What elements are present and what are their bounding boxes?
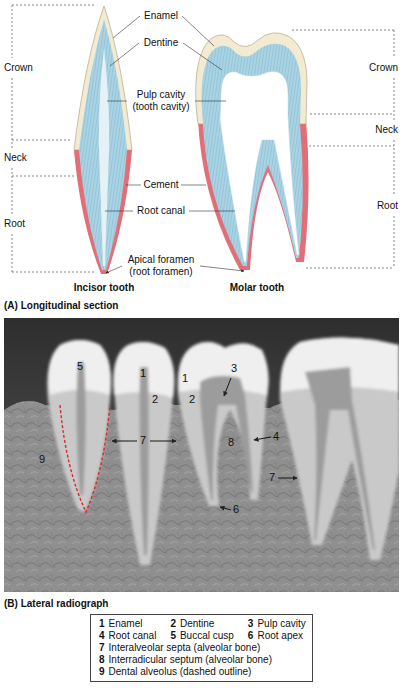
- legend-text: Pulp cavity: [257, 618, 305, 630]
- part-label: Enamel: [144, 10, 178, 22]
- legend-number: 7: [99, 642, 105, 654]
- region-bracket: [12, 5, 394, 272]
- dentine-tubules: [79, 20, 127, 270]
- callout-number: 2: [152, 393, 158, 406]
- legend-number: 5: [170, 630, 176, 642]
- legend-number: 8: [99, 654, 105, 666]
- part-label: Cement: [143, 179, 178, 191]
- part-label: Apical foramen (root foramen): [121, 254, 201, 278]
- legend-box: 1 Enamel 2 Dentine 3Pulp cavity 4 Root canal 5B…: [90, 614, 313, 682]
- region-label: Neck: [375, 124, 398, 136]
- tooth-name: Molar tooth: [230, 282, 284, 294]
- legend-number: 4: [99, 630, 105, 642]
- callout-arrow: [254, 437, 271, 440]
- pulp-shadow: [305, 367, 375, 550]
- pulp-shadow: [200, 376, 253, 500]
- callout-number: 7: [269, 471, 275, 484]
- region-label: Root: [377, 200, 398, 212]
- part-label: Dentine: [144, 37, 178, 49]
- callout-arrow: [224, 378, 231, 396]
- leader-arrow: [200, 266, 244, 271]
- pulp-cavity: [99, 48, 109, 266]
- tooth-shadow: [47, 340, 111, 512]
- region-label: Neck: [4, 152, 27, 164]
- dentine-tubules: [202, 44, 303, 266]
- dentine: [79, 20, 127, 270]
- part-label: Pulp cavity (tooth cavity): [125, 89, 197, 113]
- callout-arrow: [220, 507, 231, 510]
- radiograph-teeth: [47, 337, 399, 565]
- part-label: Root canal: [137, 205, 185, 217]
- legend-number: 3: [248, 618, 254, 630]
- callout-number: 2: [189, 393, 195, 406]
- callout-number: 7: [140, 434, 146, 447]
- leader-arrow: [106, 266, 122, 273]
- callout-number: 1: [140, 367, 146, 380]
- section-caption: (A) Longitudinal section: [4, 300, 118, 312]
- legend-text: Enamel: [109, 618, 143, 630]
- legend-number: 9: [99, 666, 105, 678]
- tooth-shadow: [114, 342, 174, 565]
- pulp-shadow: [76, 362, 85, 495]
- callout-arrow: [150, 441, 176, 442]
- callout-number: 1: [182, 372, 188, 385]
- legend-number: 6: [248, 630, 254, 642]
- callout-number: 5: [77, 360, 83, 373]
- legend-text: Dental alveolus (dashed outline): [109, 666, 252, 678]
- alveolus-outline: [60, 405, 110, 512]
- region-label: Root: [4, 218, 25, 230]
- callout-number: 3: [231, 362, 237, 375]
- dentine: [202, 44, 303, 266]
- region-label: Crown: [4, 62, 33, 74]
- legend-text: Interalveolar septa (alveolar bone): [109, 642, 261, 654]
- incisor-section: [74, 6, 132, 274]
- legend-text: Interradicular septum (alveolar bone): [109, 654, 272, 666]
- pulp-shadow: [140, 367, 149, 555]
- bracket-tick: [12, 5, 96, 272]
- legend-text: Dentine: [180, 618, 214, 630]
- callout-number: 6: [233, 503, 239, 516]
- bracket-line: [12, 5, 13, 272]
- callout-number: 9: [39, 453, 45, 466]
- tooth-shadow: [178, 342, 269, 506]
- callout-number: 8: [228, 436, 234, 449]
- leader-lines: [105, 16, 244, 273]
- legend-number: 2: [170, 618, 176, 630]
- section-caption: (B) Lateral radiograph: [4, 598, 108, 610]
- legend-text: Buccal cusp: [180, 630, 234, 642]
- region-label: Crown: [369, 62, 398, 74]
- callout-arrow: [112, 441, 137, 442]
- tooth-name: Incisor tooth: [74, 282, 135, 294]
- pulp-cavity: [220, 71, 299, 262]
- legend-text: Root apex: [257, 630, 303, 642]
- callout-number: 4: [273, 430, 279, 443]
- callout-arrow: [278, 478, 297, 479]
- legend-text: Root canal: [109, 630, 157, 642]
- molar-section: [196, 33, 309, 270]
- tooth-shadow: [280, 337, 399, 560]
- callout-arrows: [112, 378, 297, 510]
- legend-number: 1: [99, 618, 105, 630]
- radiograph: [4, 318, 399, 592]
